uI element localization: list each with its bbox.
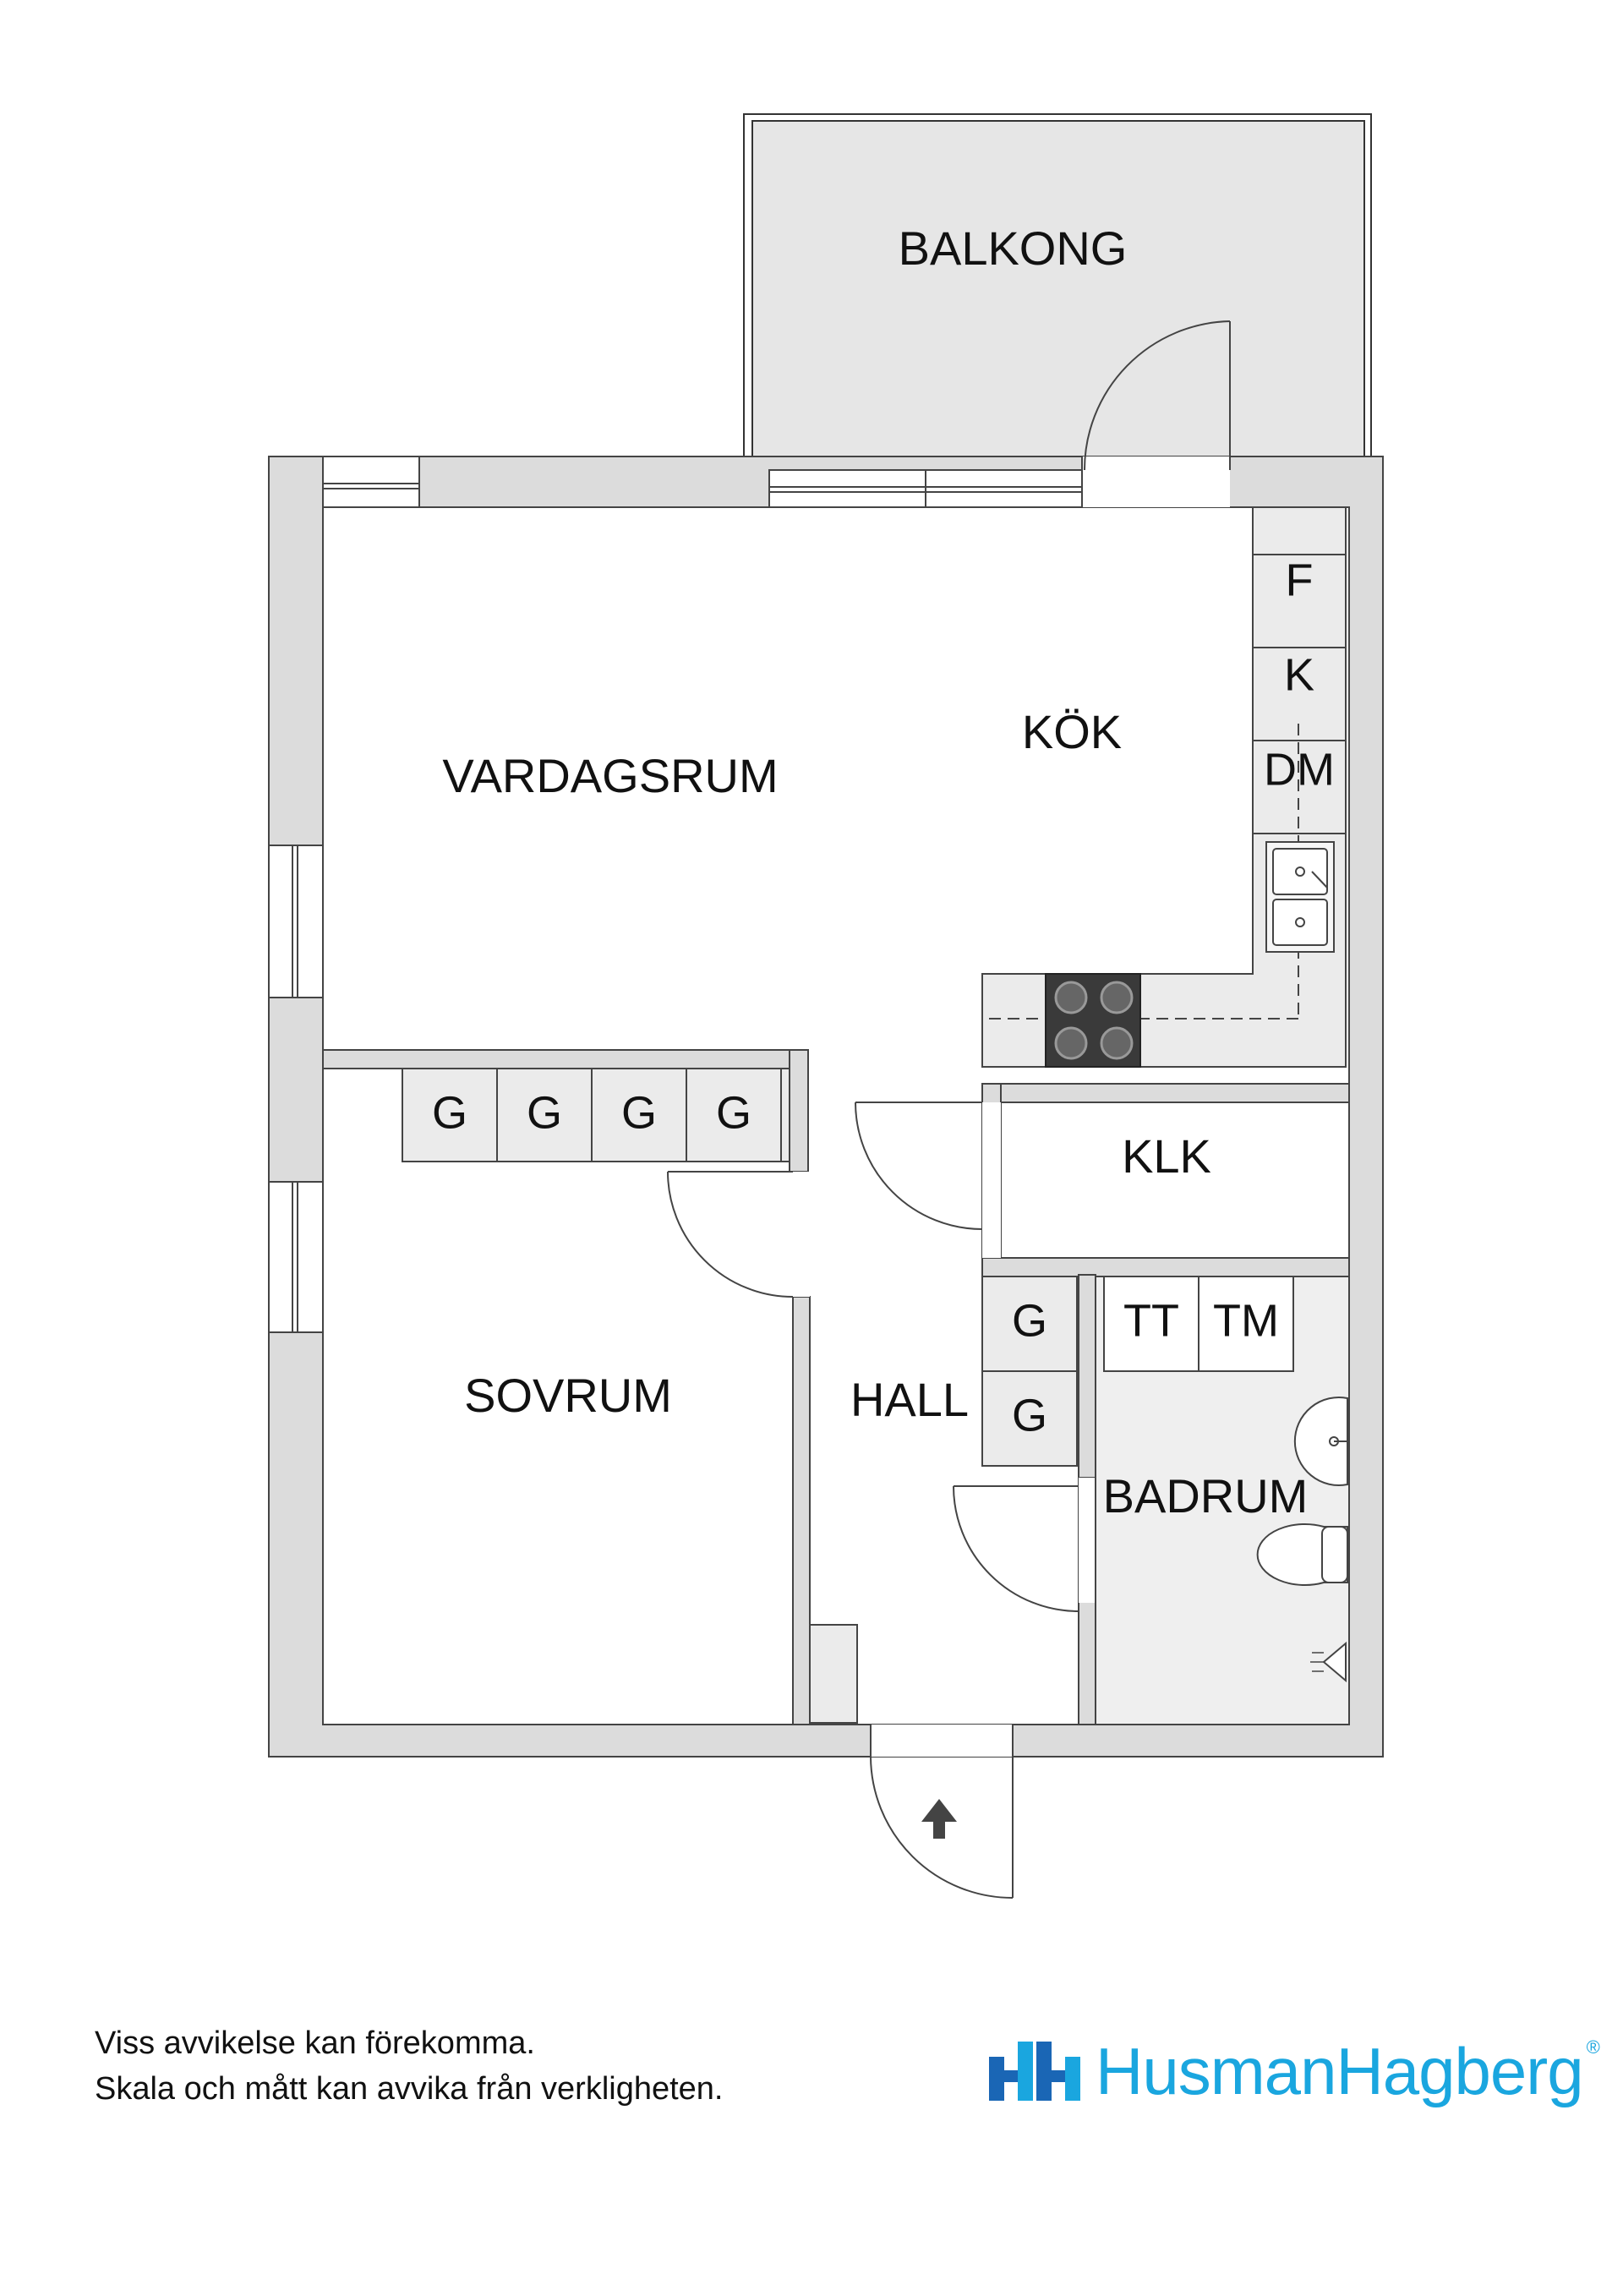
stove (1045, 973, 1141, 1068)
wardrobe-label: G (527, 1087, 562, 1138)
klk-door (855, 1102, 1001, 1258)
room-label-sovrum: SOVRUM (464, 1369, 672, 1422)
wardrobe-label: G (716, 1087, 751, 1138)
wardrobe-label: G (621, 1087, 657, 1138)
burner-icon (1100, 1026, 1134, 1060)
kitchen-counter (981, 506, 1347, 1068)
shower-icon (1322, 1641, 1347, 1683)
brand-logo: HusmanHagberg® (989, 2034, 1600, 2108)
room-label-balkong: BALKONG (899, 221, 1128, 275)
husmanhagberg-logo-icon (989, 2042, 1080, 2101)
wardrobe-label: G (432, 1087, 467, 1138)
burner-icon (1054, 1026, 1088, 1060)
fixture-label-k: K (1284, 649, 1314, 700)
bathroom-fixtures (1103, 1276, 1349, 1683)
fixture-label-tm: TM (1213, 1295, 1279, 1346)
room-label-badrum: BADRUM (1103, 1469, 1309, 1522)
fixture-label-tt: TT (1123, 1295, 1179, 1346)
fixture-label-dm: DM (1264, 744, 1335, 795)
burner-icon (1100, 981, 1134, 1014)
wardrobe-label: G (1012, 1295, 1047, 1346)
bedroom-door (667, 1171, 810, 1298)
room-label-klk: KLK (1122, 1129, 1211, 1183)
sink-icon (1293, 1397, 1348, 1486)
entry-door (870, 1725, 1014, 1899)
fixture-label-f: F (1286, 555, 1314, 605)
wardrobe-label: G (1012, 1390, 1047, 1440)
bathroom-door (953, 1478, 1096, 1612)
disclaimer: Viss avvikelse kan förekomma. Skala och … (95, 2020, 724, 2112)
brand-registered-mark: ® (1586, 2036, 1600, 2058)
room-label-hall: HALL (850, 1373, 969, 1426)
hall-cabinet (809, 1624, 858, 1724)
room-label-vardagsrum: VARDAGSRUM (442, 749, 778, 802)
brand-name: HusmanHagberg (1096, 2033, 1584, 2108)
disclaimer-line-1: Viss avvikelse kan förekomma. (95, 2025, 535, 2061)
burner-icon (1054, 981, 1088, 1014)
balcony (743, 113, 1372, 472)
bedroom-wardrobes (402, 1068, 790, 1162)
hall-wardrobes (981, 1276, 1078, 1467)
balcony-door (1084, 320, 1231, 471)
left-windows (268, 845, 324, 1333)
disclaimer-line-2: Skala och mått kan avvika från verklighe… (95, 2071, 724, 2107)
room-label-kok: KÖK (1022, 705, 1122, 758)
top-windows (322, 456, 1230, 508)
entry-arrow-icon (921, 1799, 957, 1839)
